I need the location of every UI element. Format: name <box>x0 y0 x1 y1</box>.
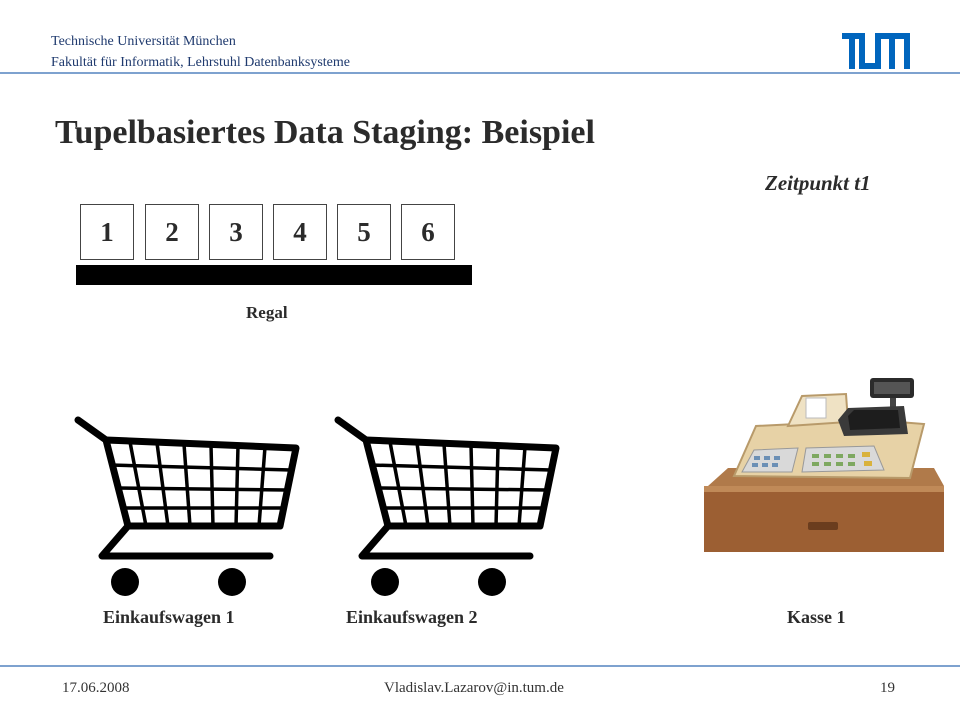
shelf-item-5: 5 <box>337 204 391 260</box>
shelf-label: Regal <box>246 303 288 322</box>
register-label: Kasse 1 <box>787 607 846 627</box>
shelf-item-4: 4 <box>273 204 327 260</box>
shopping-cart-2-icon <box>334 416 560 596</box>
cart-2-label: Einkaufswagen 2 <box>346 607 478 627</box>
tum-logo-icon <box>842 33 910 69</box>
footer-divider <box>0 665 960 667</box>
header-university: Technische Universität München <box>51 34 236 49</box>
cash-register-icon <box>704 378 944 552</box>
header-faculty: Fakultät für Informatik, Lehrstuhl Daten… <box>51 55 350 70</box>
shelf-item-1: 1 <box>80 204 134 260</box>
cart-1-label: Einkaufswagen 1 <box>103 607 235 627</box>
shopping-cart-1-icon <box>74 416 300 596</box>
header-divider <box>0 72 960 74</box>
shelf-bar <box>76 265 472 285</box>
slide-title: Tupelbasiertes Data Staging: Beispiel <box>55 114 595 151</box>
shelf-item-6: 6 <box>401 204 455 260</box>
shelf-item-2: 2 <box>145 204 199 260</box>
footer-date: 17.06.2008 <box>62 680 130 696</box>
timepoint-label: Zeitpunkt t1 <box>765 171 871 195</box>
footer-email: Vladislav.Lazarov@in.tum.de <box>384 680 564 696</box>
footer-page-number: 19 <box>880 680 895 696</box>
shelf-item-3: 3 <box>209 204 263 260</box>
